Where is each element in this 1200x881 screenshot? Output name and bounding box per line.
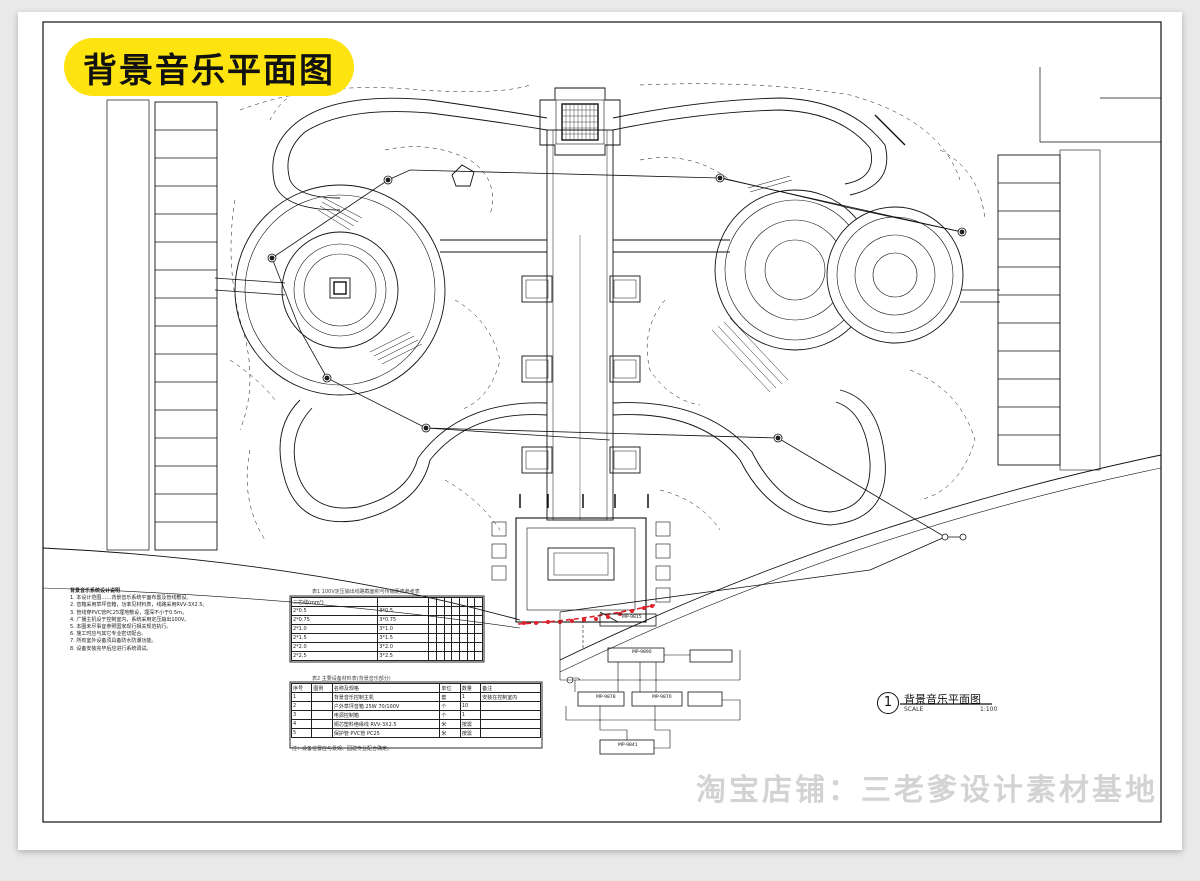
note-line: 3. 管线穿PVC管PC25埋地敷设，埋深不小于0.5m。 [70, 609, 187, 616]
table-cell: 2*0.75 [290, 615, 379, 625]
table-cell: 个 [439, 710, 461, 720]
table-cell: 3*1.0 [377, 624, 430, 634]
table-header: 数量 [459, 683, 482, 693]
table-header: 备注 [480, 683, 541, 693]
equipment-table-title: 表2 主要设备材料表(背景音乐部分) [312, 676, 391, 682]
table-header-row: 序号 图例 名称及规格 单位 数量 备注 [290, 683, 541, 693]
table-cell: 1 [459, 710, 482, 720]
table-cell: 3*1.5 [377, 633, 430, 643]
table-cell: 3*2.5 [377, 651, 430, 661]
table-cell: 铜芯塑料绝缘线 RVV-3X2.5 [331, 719, 441, 729]
table-cell: 背景音乐控制主机 [331, 692, 441, 702]
cable-table-title: 表1 100V定压输出线路截面积与传输距离参考表 [312, 589, 420, 595]
table-cell [377, 597, 430, 607]
table-cell: 电源控制箱 [331, 710, 441, 720]
table-header: 单位 [439, 683, 461, 693]
note-line: 5. 本图未尽事宜参照国家现行相关规范执行。 [70, 624, 172, 631]
scale-ratio: 1:100 [980, 706, 998, 713]
table-cell: 3*0.75 [377, 615, 430, 625]
equipment-table-note: 注：设备位置应与景观、园建专业配合确定。 [292, 746, 393, 752]
table-cell: 2*2.0 [290, 642, 379, 652]
device-label: MP-9870 [652, 695, 672, 700]
table-cell: 个 [439, 701, 461, 711]
table-cell: 2*1.5 [290, 633, 379, 643]
table-cell: 2*0.5 [290, 606, 379, 616]
title-badge: 背景音乐平面图 [64, 38, 354, 96]
table-cell: 按需 [459, 719, 482, 729]
table-cell: 2 [290, 701, 313, 711]
drawing-number: 1 [877, 692, 899, 714]
device-label: MP-9878 [596, 695, 616, 700]
table-cell: 按需 [459, 728, 482, 738]
watermark: 淘宝店铺：三老爹设计素材基地 [696, 773, 1158, 808]
table-cell: 4 [290, 719, 313, 729]
table-cell: 2*1.0 [290, 624, 379, 634]
device-label: MP-9890 [632, 650, 652, 655]
design-notes: 背景音乐系统设计说明 1. 本设计范围……背景音乐系统平面布置及管线敷设。 2.… [70, 588, 280, 653]
table-header: 序号 [290, 683, 313, 693]
table-cell: 安装在控制室内 [480, 692, 541, 702]
table-cell: 3*2.0 [377, 642, 430, 652]
table-row: 二芯线(mm²) [290, 597, 483, 607]
scale-label: SCALE [904, 706, 924, 713]
table-cell: 套 [439, 692, 461, 702]
table-cell: 米 [439, 728, 461, 738]
table-cell: 3 [290, 710, 313, 720]
drawing-name: 背景音乐平面图 [904, 693, 981, 706]
table-cell: 二芯线(mm²) [290, 597, 379, 607]
table-header: 名称及规格 [331, 683, 441, 693]
page-title: 背景音乐平面图 [83, 50, 335, 91]
note-line: 7. 所有室外设备须具备防水防潮功能。 [70, 638, 157, 645]
note-line: 1. 本设计范围……背景音乐系统平面布置及管线敷设。 [70, 595, 192, 602]
note-line: 6. 施工时应与其它专业密切配合。 [70, 631, 147, 638]
table-cell: 5 [290, 728, 313, 738]
table-cell: 1 [290, 692, 313, 702]
table-cell: 10 [459, 701, 482, 711]
note-line: 2. 音箱采用草坪音箱，功率见材料表，线路采用RVV-3X2.5。 [70, 602, 208, 609]
note-line: 4. 广播主机设于控制室内，系统采用定压输出100V。 [70, 616, 190, 623]
note-line: 8. 设备安装完毕后应进行系统调试。 [70, 645, 152, 652]
table-cell: 3*0.5 [377, 606, 430, 616]
device-label: MP-9841 [618, 743, 638, 748]
device-label: MP-9815 [622, 615, 642, 620]
table-cell: 保护管 PVC管 PC25 [331, 728, 441, 738]
notes-heading: 背景音乐系统设计说明 [70, 588, 121, 594]
table-cell: 1 [459, 692, 482, 702]
table-cell: 2*2.5 [290, 651, 379, 661]
table-cell: 户外草坪音箱 25W 70/100V [331, 701, 441, 711]
table-cell: 米 [439, 719, 461, 729]
table-header: 图例 [311, 683, 333, 693]
